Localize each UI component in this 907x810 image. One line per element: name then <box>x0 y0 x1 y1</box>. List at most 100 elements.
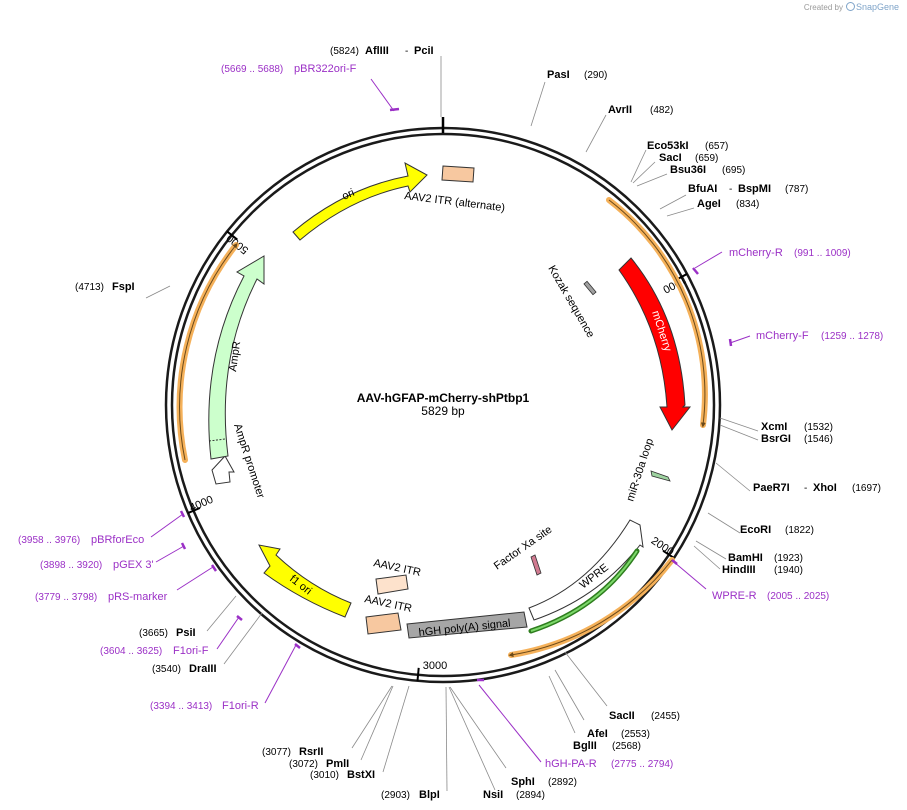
enzyme-separator: - <box>405 46 408 57</box>
enzyme-name[interactable]: AfeI <box>587 728 608 740</box>
enzyme-pos: (834) <box>736 199 759 210</box>
enzyme-name[interactable]: XcmI <box>761 421 787 433</box>
enzyme-separator: - <box>804 483 807 494</box>
enzyme-pos: (482) <box>650 105 673 116</box>
enzyme-name[interactable]: SphI <box>511 776 535 788</box>
enzyme-name[interactable]: EcoRI <box>740 524 771 536</box>
enzyme-name[interactable]: XhoI <box>813 482 837 494</box>
primer-name[interactable]: mCherry-R <box>729 247 783 259</box>
enzyme-pos: (1822) <box>785 525 814 536</box>
enzyme-pos: (3077) <box>262 747 291 758</box>
backbone-inner-ring <box>170 132 716 678</box>
feature-mcherry[interactable] <box>618 257 692 431</box>
enzyme-separator: - <box>729 184 732 195</box>
feature-aav2-itr-alternate[interactable] <box>441 165 475 183</box>
enzyme-pos: (695) <box>722 165 745 176</box>
enzyme-pos: (2455) <box>651 711 680 722</box>
enzyme-pos: (1697) <box>852 483 881 494</box>
enzyme-name[interactable]: PaeR7I <box>753 482 790 494</box>
enzyme-name[interactable]: SacI <box>659 152 682 164</box>
enzyme-name[interactable]: PsiI <box>176 627 196 639</box>
leader-lines <box>145 56 759 792</box>
enzyme-name[interactable]: PasI <box>547 69 570 81</box>
feature-label-mir30a: miR-30a loop <box>624 437 656 503</box>
enzyme-pos: (1546) <box>804 434 833 445</box>
enzyme-name[interactable]: AflIII <box>365 45 389 57</box>
snapgene-logo-icon <box>845 2 855 11</box>
primer-name[interactable]: F1ori-F <box>173 645 209 657</box>
enzyme-pos: (3540) <box>152 664 181 675</box>
enzyme-pos: (3072) <box>289 759 318 770</box>
scale-tick-label: 2000 <box>649 535 676 559</box>
scale-tick-mark <box>187 507 201 514</box>
enzyme-name[interactable]: HindIII <box>722 564 756 576</box>
enzyme-name[interactable]: PciI <box>414 45 434 57</box>
enzyme-name[interactable]: RsrII <box>299 746 323 758</box>
primer-name[interactable]: pRS-marker <box>108 591 168 603</box>
enzyme-name[interactable]: BlpI <box>419 789 440 801</box>
primer-range: (2775 .. 2794) <box>611 759 673 770</box>
enzyme-name[interactable]: SacII <box>609 710 635 722</box>
primer-name[interactable]: pBRforEco <box>91 534 144 546</box>
enzyme-name[interactable]: Eco53kI <box>647 140 689 152</box>
enzyme-name[interactable]: Bsu36I <box>670 164 706 176</box>
primer-labels: (5669 .. 5688) pBR322ori-F mCherry-R (99… <box>18 63 883 770</box>
scale-tick-label: 3000 <box>423 660 447 672</box>
orf-arcs <box>176 197 708 658</box>
feature-aav2-itr-2[interactable] <box>365 612 402 635</box>
primer-range: (3604 .. 3625) <box>100 646 162 657</box>
feature-ori[interactable] <box>292 162 428 241</box>
enzyme-name[interactable]: BglII <box>573 740 597 752</box>
feature-label-factor-xa: Factor Xa site <box>492 524 554 573</box>
enzyme-name[interactable]: BspMI <box>738 183 771 195</box>
feature-label-aav2-itr-alt: AAV2 ITR (alternate) <box>404 190 506 214</box>
enzyme-name[interactable]: PmlI <box>326 758 349 770</box>
primer-name[interactable]: pBR322ori-F <box>294 63 357 75</box>
enzyme-pos: (1532) <box>804 422 833 433</box>
enzyme-pos: (2553) <box>621 729 650 740</box>
enzyme-pos: (2892) <box>548 777 577 788</box>
feature-ampr[interactable] <box>208 255 265 460</box>
feature-hgh-polya[interactable] <box>406 611 528 639</box>
feature-label-ori: ori <box>340 187 356 203</box>
enzyme-name[interactable]: DraIII <box>189 663 217 675</box>
feature-f1-ori[interactable] <box>258 544 352 618</box>
feature-label-kozak: Kozak sequence <box>545 264 596 340</box>
feature-kozak[interactable] <box>583 280 597 296</box>
scale-tick-mark <box>416 667 420 681</box>
primer-name[interactable]: mCherry-F <box>756 330 809 342</box>
enzyme-name[interactable]: NsiI <box>483 789 503 801</box>
feature-label-aav2-itr-2: AAV2 ITR <box>363 593 413 615</box>
enzyme-name[interactable]: BfuAI <box>688 183 717 195</box>
primer-range: (3394 .. 3413) <box>150 701 212 712</box>
enzyme-pos: (659) <box>695 153 718 164</box>
enzyme-name[interactable]: BamHI <box>728 552 763 564</box>
enzyme-pos: (2568) <box>612 741 641 752</box>
feature-ampr-promoter[interactable] <box>211 455 235 485</box>
enzyme-name[interactable]: AvrII <box>608 104 632 116</box>
primer-leaders <box>150 78 751 763</box>
primer-name[interactable]: F1ori-R <box>222 700 259 712</box>
primer-name[interactable]: pGEX 3' <box>113 559 154 571</box>
enzyme-pos: (3665) <box>139 628 168 639</box>
primer-range: (3898 .. 3920) <box>40 560 102 571</box>
enzyme-name[interactable]: AgeI <box>697 198 721 210</box>
enzyme-name[interactable]: FspI <box>112 281 135 293</box>
primer-range: (5669 .. 5688) <box>221 64 283 75</box>
primer-name[interactable]: hGH-PA-R <box>545 758 597 770</box>
enzyme-pos: (5824) <box>330 46 359 57</box>
scale-tick-mark <box>226 230 238 241</box>
enzyme-name[interactable]: BsrGI <box>761 433 791 445</box>
feature-mir30a-loop[interactable] <box>650 470 671 482</box>
snapgene-brand: SnapGene <box>855 2 899 12</box>
feature-aav2-itr-1[interactable] <box>375 574 409 595</box>
feature-wpre[interactable] <box>528 519 644 621</box>
enzyme-pos: (2894) <box>516 790 545 801</box>
primer-range: (1259 .. 1278) <box>821 331 883 342</box>
primer-range: (3779 .. 3798) <box>35 592 97 603</box>
feature-factor-xa[interactable] <box>530 554 542 576</box>
enzyme-name[interactable]: BstXI <box>347 769 375 781</box>
enzyme-pos: (3010) <box>310 770 339 781</box>
primer-name[interactable]: WPRE-R <box>712 590 757 602</box>
